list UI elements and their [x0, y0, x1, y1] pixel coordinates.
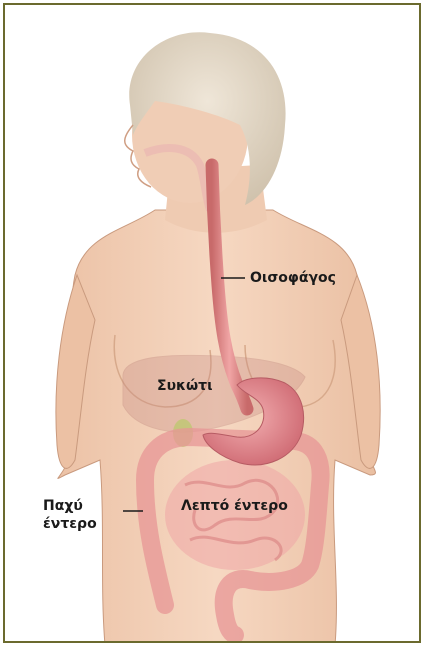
anatomy-illustration	[5, 5, 421, 643]
small-intestine	[165, 460, 305, 570]
label-liver: Συκώτι	[157, 377, 213, 395]
label-large-intestine: Παχύ έντερο	[43, 497, 97, 533]
label-large-intestine-line1: Παχύ	[43, 497, 97, 515]
diagram-frame: Οισοφάγος Συκώτι Λεπτό έντερο Παχύ έντερ…	[3, 3, 421, 643]
label-large-intestine-line2: έντερο	[43, 515, 97, 533]
label-small-intestine: Λεπτό έντερο	[181, 497, 288, 515]
label-esophagus: Οισοφάγος	[250, 269, 336, 287]
